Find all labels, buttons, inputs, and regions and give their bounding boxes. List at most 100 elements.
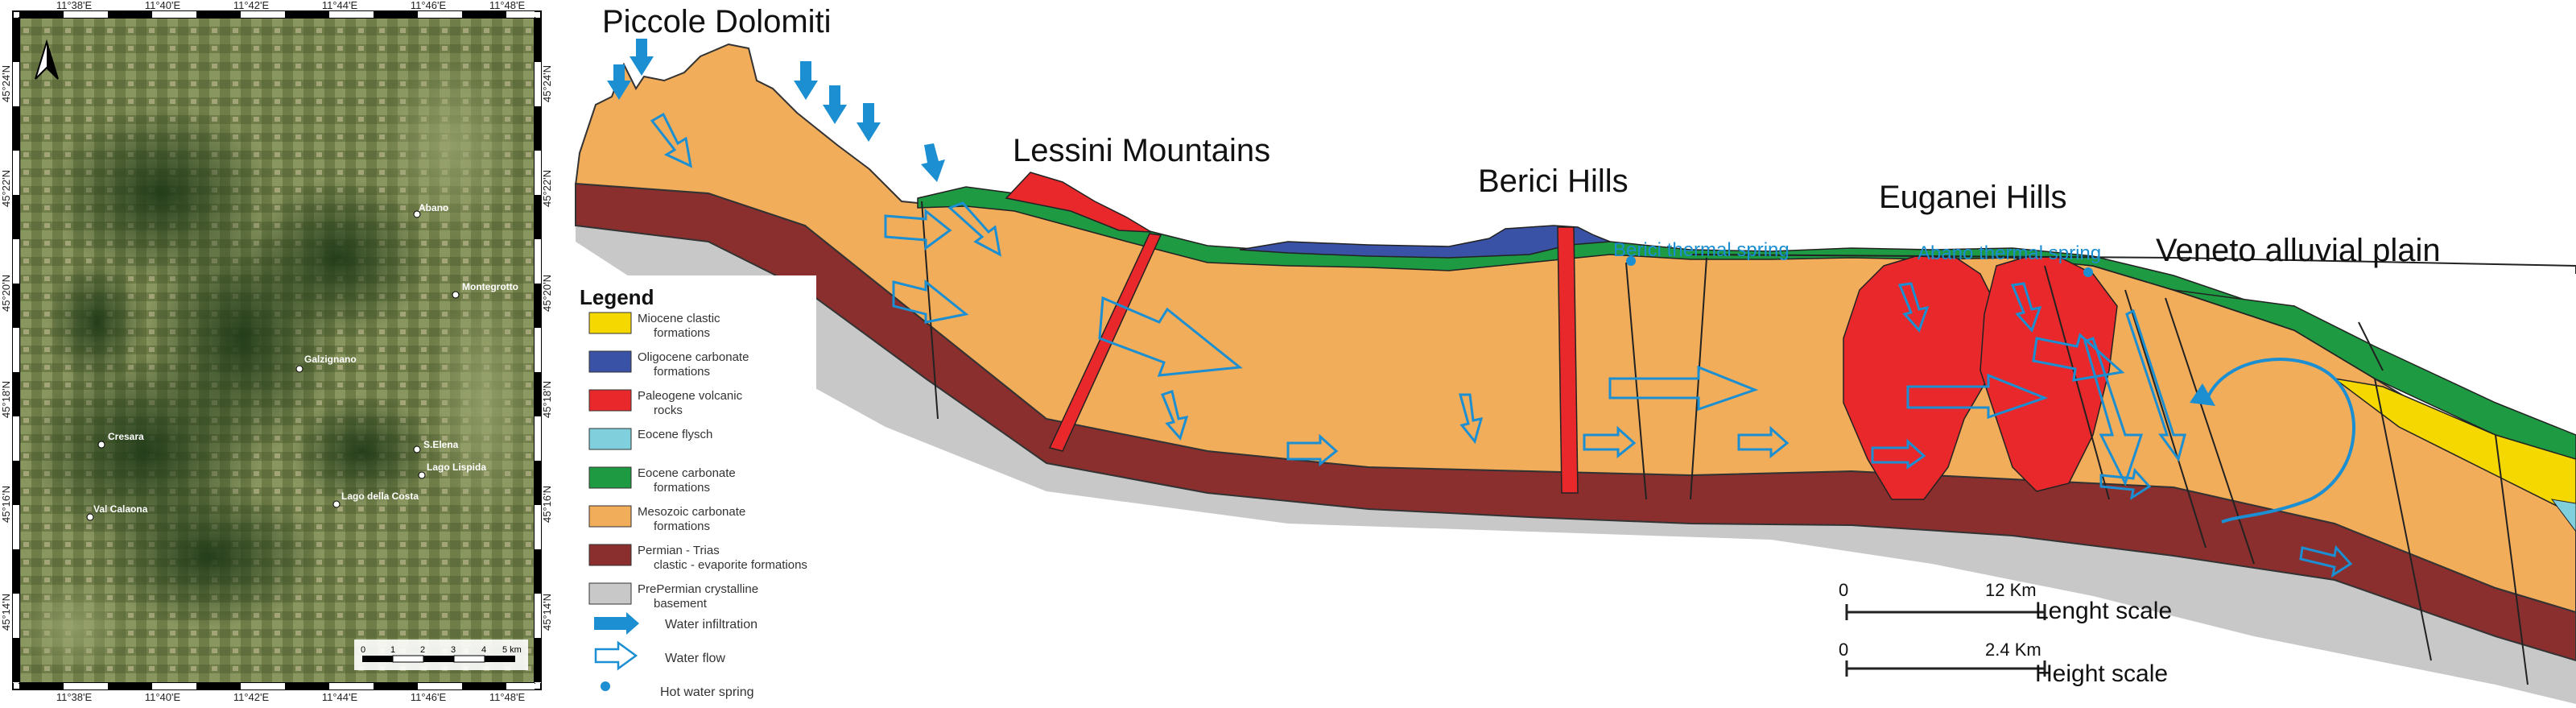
north-arrow-icon xyxy=(35,39,59,80)
frame-tick xyxy=(462,11,506,18)
bottom-tick-5: 11°48'E xyxy=(489,691,526,703)
frame-tick xyxy=(374,683,418,689)
height-scale-end: 2.4 Km xyxy=(1985,640,2041,660)
scale-label-4: 4 xyxy=(481,645,486,655)
place-galzignano: Galzignano xyxy=(304,354,357,365)
frame-tick xyxy=(535,195,541,239)
unit-miocene xyxy=(2334,378,2576,516)
legend-symbol-label-flow: Water flow xyxy=(665,652,725,665)
frame-tick xyxy=(535,638,541,682)
legend-label-6-line2: clastic - evaporite formations xyxy=(654,558,807,572)
unit-lessini-volcanic xyxy=(1005,172,1152,233)
frame-tick xyxy=(535,151,541,195)
frame-tick xyxy=(13,505,19,549)
map-frame xyxy=(12,10,542,690)
convection-loop xyxy=(2204,358,2355,524)
frame-tick xyxy=(506,11,535,18)
length-scale-end: 12 Km xyxy=(1985,580,2037,600)
unit-euganei-volcanic-2 xyxy=(1979,255,2118,492)
top-tick-4: 11°46'E xyxy=(411,0,447,11)
place-lago-della-costa: Lago della Costa xyxy=(341,491,419,502)
faults xyxy=(921,201,2529,685)
frame-tick xyxy=(19,683,64,689)
frame-tick xyxy=(13,549,19,594)
frame-tick xyxy=(374,11,418,18)
frame-tick xyxy=(535,594,541,638)
frame-tick xyxy=(329,683,374,689)
frame-tick xyxy=(535,549,541,594)
label-berici-hills: Berici Hills xyxy=(1478,164,1629,199)
legend-swatch-2 xyxy=(588,389,632,412)
frame-tick xyxy=(285,683,329,689)
legend-swatch-4 xyxy=(588,466,632,489)
satellite-image xyxy=(16,18,539,683)
frame-tick xyxy=(535,416,541,461)
right-tick-1: 45°22'N xyxy=(541,170,553,207)
frame-tick xyxy=(13,682,19,683)
right-tick-0: 45°24'N xyxy=(541,65,553,102)
legend-swatch-0 xyxy=(588,312,632,334)
length-scale-label: Lenght scale xyxy=(2035,598,2172,624)
legend-label-1-line2: formations xyxy=(654,365,710,379)
water-infiltration-arrows xyxy=(607,39,945,182)
cross-section: Piccole Dolomiti Lessini Mountains Beric… xyxy=(575,4,2576,704)
top-tick-3: 11°44'E xyxy=(322,0,358,11)
legend-label-7-line2: basement xyxy=(654,597,708,611)
right-tick-3: 45°18'N xyxy=(541,381,553,418)
length-scale: 0 12 Km Lenght scale xyxy=(1839,580,2172,624)
frame-tick xyxy=(152,11,196,18)
left-tick-4: 45°16'N xyxy=(0,486,12,523)
height-scale-label: Height scale xyxy=(2035,660,2168,687)
unit-dike-berici xyxy=(1557,226,1579,494)
frame-tick xyxy=(13,594,19,638)
frame-tick xyxy=(462,683,506,689)
left-tick-0: 45°24'N xyxy=(0,65,12,102)
frame-tick xyxy=(506,683,535,689)
legend-swatch-7 xyxy=(588,582,632,605)
map-panel: 11°38'E 11°40'E 11°42'E 11°44'E 11°46'E … xyxy=(0,0,555,704)
frame-tick xyxy=(535,505,541,549)
legend-label-0-line2: formations xyxy=(654,326,710,340)
berici-spring-dot xyxy=(1626,256,1636,266)
legend-label-7: PrePermian crystalline xyxy=(638,582,758,596)
frame-tick xyxy=(535,18,541,62)
label-lessini-mountains: Lessini Mountains xyxy=(1013,133,1270,168)
scale-label-0: 0 xyxy=(361,645,365,655)
water-flow-arrows xyxy=(650,112,2353,578)
place-montegrotto: Montegrotto xyxy=(462,281,518,292)
legend-symbol-label-spring: Hot water spring xyxy=(660,685,754,699)
legend-label-4-line2: formations xyxy=(654,481,710,495)
frame-tick xyxy=(535,239,541,284)
top-tick-2: 11°42'E xyxy=(233,0,270,11)
bottom-tick-1: 11°40'E xyxy=(145,691,181,703)
frame-tick xyxy=(418,11,462,18)
unit-dike-lessini xyxy=(1048,233,1162,452)
unit-euganei-volcanic-1 xyxy=(1843,255,1997,500)
frame-tick xyxy=(64,683,108,689)
abano-spring-dot xyxy=(2083,267,2093,277)
frame-tick xyxy=(108,11,152,18)
frame-tick xyxy=(13,195,19,239)
frame-tick xyxy=(418,683,462,689)
frame-tick xyxy=(152,683,196,689)
legend-symbol-flow: Water flow xyxy=(594,640,725,671)
place-markers: Abano Montegrotto Galzignano Cresara S.E… xyxy=(86,202,518,521)
right-tick-5: 45°14'N xyxy=(541,594,553,631)
scale-label-3: 3 xyxy=(451,645,456,655)
left-tick-3: 45°18'N xyxy=(0,381,12,418)
legend-label-5-line2: formations xyxy=(654,520,710,533)
legend-label-2-line2: rocks xyxy=(654,404,683,417)
frame-tick xyxy=(535,328,541,372)
frame-tick xyxy=(535,682,541,683)
legend-label-0: Miocene clastic xyxy=(638,312,720,325)
frame-tick xyxy=(19,11,64,18)
frame-tick xyxy=(196,11,241,18)
top-tick-1: 11°40'E xyxy=(145,0,181,11)
legend-symbol-spring: Hot water spring xyxy=(601,681,754,699)
label-piccole-dolomiti: Piccole Dolomiti xyxy=(602,4,832,39)
map-scale-bar: 0 1 2 3 4 5 km xyxy=(354,640,528,670)
legend-swatch-6 xyxy=(588,544,632,566)
